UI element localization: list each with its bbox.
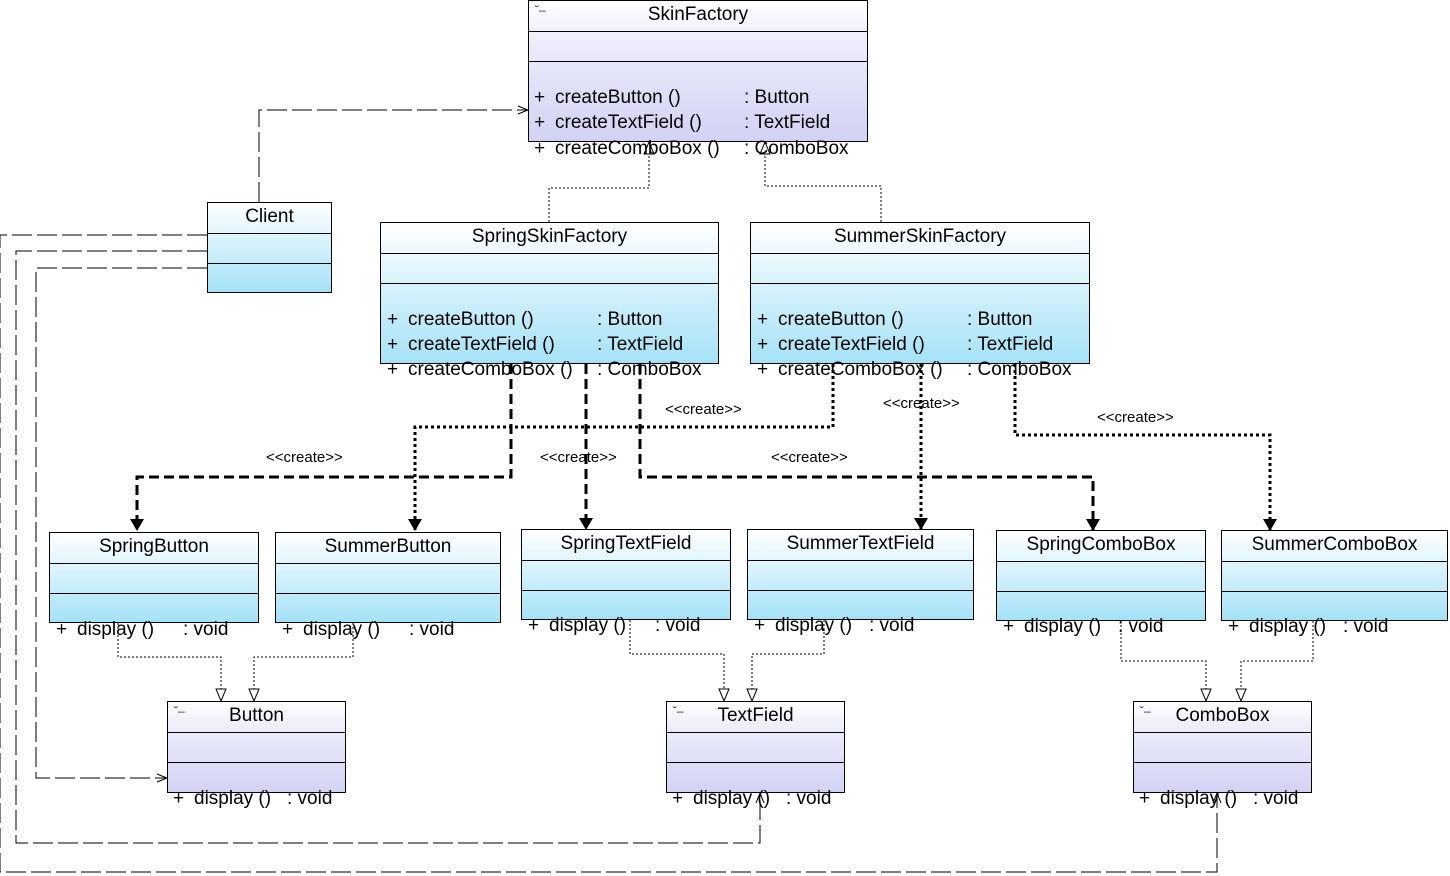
realization-summer-button <box>254 623 354 701</box>
class-name: Client <box>245 206 294 227</box>
operation-create-text-field: +createTextField (): TextField <box>757 334 1054 355</box>
interface-icon: ˘– <box>174 704 185 718</box>
compartment-divider <box>1134 732 1311 733</box>
operation-create-button: +createButton (): Button <box>534 87 810 108</box>
compartment-divider <box>997 591 1205 592</box>
realization-summer-text-field <box>752 620 825 701</box>
create-summer-combo-box <box>1013 364 1277 531</box>
operation-display: +display (): void <box>1228 616 1389 637</box>
interface-button[interactable]: ˘– Button +display (): void <box>167 701 346 809</box>
class-name: SpringSkinFactory <box>471 226 628 247</box>
operation-create-combo-box: +createComboBox (): ComboBox <box>534 138 849 159</box>
class-name: SkinFactory <box>647 4 749 25</box>
class-name: TextField <box>717 705 794 726</box>
operation-create-text-field: +createTextField (): TextField <box>387 334 684 355</box>
class-name: ComboBox <box>1175 705 1270 726</box>
operation-display: +display (): void <box>173 788 333 809</box>
compartment-divider <box>168 762 345 763</box>
operation-display: +display (): void <box>528 615 701 636</box>
realization-summer-combo-box <box>1241 621 1314 701</box>
operation-create-combo-box: +createComboBox (): ComboBox <box>387 359 702 380</box>
compartment-divider <box>1222 591 1447 592</box>
compartment-divider <box>529 31 867 32</box>
compartment-divider <box>1134 762 1311 763</box>
stereotype-create-spring-combo-box: <<create>> <box>771 449 848 466</box>
operation-create-button: +createButton (): Button <box>757 309 1033 330</box>
compartment-divider <box>667 762 844 763</box>
class-spring-button[interactable]: SpringButton +display (): void <box>49 532 259 640</box>
compartment-divider <box>748 590 973 591</box>
class-name: SummerSkinFactory <box>833 226 1007 247</box>
class-name: SummerButton <box>324 536 452 557</box>
operation-create-text-field: +createTextField (): TextField <box>534 112 831 133</box>
compartment-divider <box>50 563 258 564</box>
stereotype-create-summer-button: <<create>> <box>665 401 742 418</box>
class-spring-text-field[interactable]: SpringTextField +display (): void <box>521 529 731 636</box>
stereotype-create-spring-button: <<create>> <box>266 449 343 466</box>
class-name: SpringButton <box>99 536 209 557</box>
compartment-divider <box>522 560 730 561</box>
interface-icon: ˘– <box>535 3 546 17</box>
compartment-divider <box>751 283 1089 284</box>
interface-combo-box[interactable]: ˘– ComboBox +display (): void <box>1133 701 1312 809</box>
compartment-divider <box>168 732 345 733</box>
interface-text-field[interactable]: ˘– TextField +display (): void <box>666 701 845 809</box>
compartment-divider <box>208 233 331 234</box>
compartment-divider <box>751 253 1089 254</box>
class-name: SpringTextField <box>560 533 692 554</box>
stereotype-create-summer-combo-box: <<create>> <box>1097 409 1174 426</box>
interface-icon: ˘– <box>1140 704 1151 718</box>
operation-display: +display (): void <box>754 615 915 636</box>
realization-spring-factory <box>548 142 649 222</box>
operation-create-button: +createButton (): Button <box>387 309 663 330</box>
stereotype-create-spring-text-field: <<create>> <box>540 449 617 466</box>
operation-display: +display (): void <box>282 619 455 640</box>
class-name: SummerTextField <box>786 533 935 554</box>
compartment-divider <box>522 590 730 591</box>
class-skin-factory[interactable]: ˘– SkinFactory +createButton (): Button … <box>528 0 868 159</box>
class-spring-skin-factory[interactable]: SpringSkinFactory +createButton (): Butt… <box>380 222 719 380</box>
create-spring-combo-box <box>638 364 1100 531</box>
class-summer-button[interactable]: SummerButton +display (): void <box>275 532 501 640</box>
realization-spring-text-field <box>629 620 724 701</box>
compartment-divider <box>50 593 258 594</box>
compartment-divider <box>997 561 1205 562</box>
compartment-divider <box>667 732 844 733</box>
operation-display: +display (): void <box>672 788 832 809</box>
compartment-divider <box>1222 561 1447 562</box>
create-spring-button <box>130 364 513 531</box>
realization-spring-combo-box <box>1120 621 1206 701</box>
compartment-divider <box>381 283 718 284</box>
class-spring-combo-box[interactable]: SpringComboBox +display (): void <box>996 530 1206 637</box>
class-summer-combo-box[interactable]: SummerComboBox +display (): void <box>1221 530 1448 637</box>
operation-display: +display (): void <box>1003 616 1164 637</box>
interface-icon: ˘– <box>673 704 684 718</box>
dependency-client-text-field <box>15 250 760 844</box>
operation-create-combo-box: +createComboBox (): ComboBox <box>757 359 1072 380</box>
class-name: SummerComboBox <box>1251 534 1418 555</box>
realization-summer-factory <box>765 142 882 222</box>
class-client[interactable]: Client <box>207 202 332 293</box>
stereotype-create-summer-text-field: <<create>> <box>883 395 960 412</box>
compartment-divider <box>276 563 500 564</box>
compartment-divider <box>748 560 973 561</box>
class-name: Button <box>229 705 284 726</box>
compartment-divider <box>529 61 867 62</box>
compartment-divider <box>208 263 331 264</box>
compartment-divider <box>276 593 500 594</box>
class-name: SpringComboBox <box>1026 534 1176 555</box>
realization-spring-button <box>117 623 221 701</box>
operation-display: +display (): void <box>56 619 229 640</box>
create-summer-button <box>408 364 835 531</box>
operation-display: +display (): void <box>1139 788 1299 809</box>
dependency-client-skin-factory <box>258 110 528 202</box>
dependency-client-combo-box <box>0 234 1217 873</box>
dependency-client-button <box>35 267 207 778</box>
compartment-divider <box>381 253 718 254</box>
class-summer-skin-factory[interactable]: SummerSkinFactory +createButton (): Butt… <box>750 222 1090 380</box>
class-summer-text-field[interactable]: SummerTextField +display (): void <box>747 529 974 636</box>
